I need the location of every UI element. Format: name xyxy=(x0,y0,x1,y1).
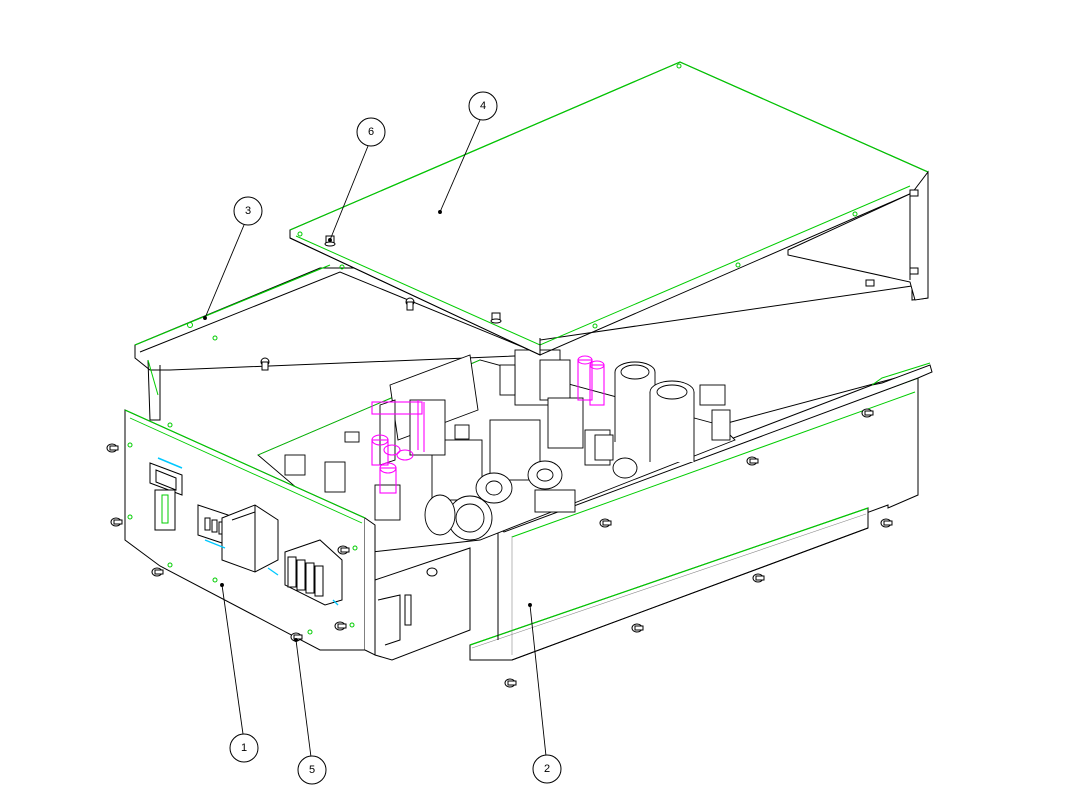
screw xyxy=(752,573,765,583)
screw xyxy=(861,408,874,418)
top-cover xyxy=(289,61,929,356)
callout-1: 1 xyxy=(229,733,259,763)
screw xyxy=(880,518,893,528)
callout-4-label: 4 xyxy=(480,100,486,112)
screw xyxy=(110,517,123,527)
screw xyxy=(599,518,612,528)
screw xyxy=(504,678,517,688)
callout-6: 6 xyxy=(356,117,386,147)
screw xyxy=(746,456,759,466)
screw xyxy=(334,621,347,631)
callout-3: 3 xyxy=(233,196,263,226)
callout-2-label: 2 xyxy=(544,763,550,775)
screw xyxy=(631,623,644,633)
screw xyxy=(426,567,438,577)
callout-1-label: 1 xyxy=(241,742,247,754)
callout-5: 5 xyxy=(297,755,327,785)
screw xyxy=(290,632,303,642)
screw xyxy=(151,567,164,577)
callout-3-label: 3 xyxy=(245,205,251,217)
leader-lines xyxy=(203,119,547,758)
callout-5-label: 5 xyxy=(309,764,315,776)
front-panel xyxy=(124,409,376,656)
screw xyxy=(106,443,119,453)
callout-2: 2 xyxy=(532,754,562,784)
screws xyxy=(106,408,893,688)
callout-6-label: 6 xyxy=(368,126,374,138)
magenta-components xyxy=(371,355,605,494)
screw xyxy=(337,545,350,555)
callout-4: 4 xyxy=(468,91,498,121)
